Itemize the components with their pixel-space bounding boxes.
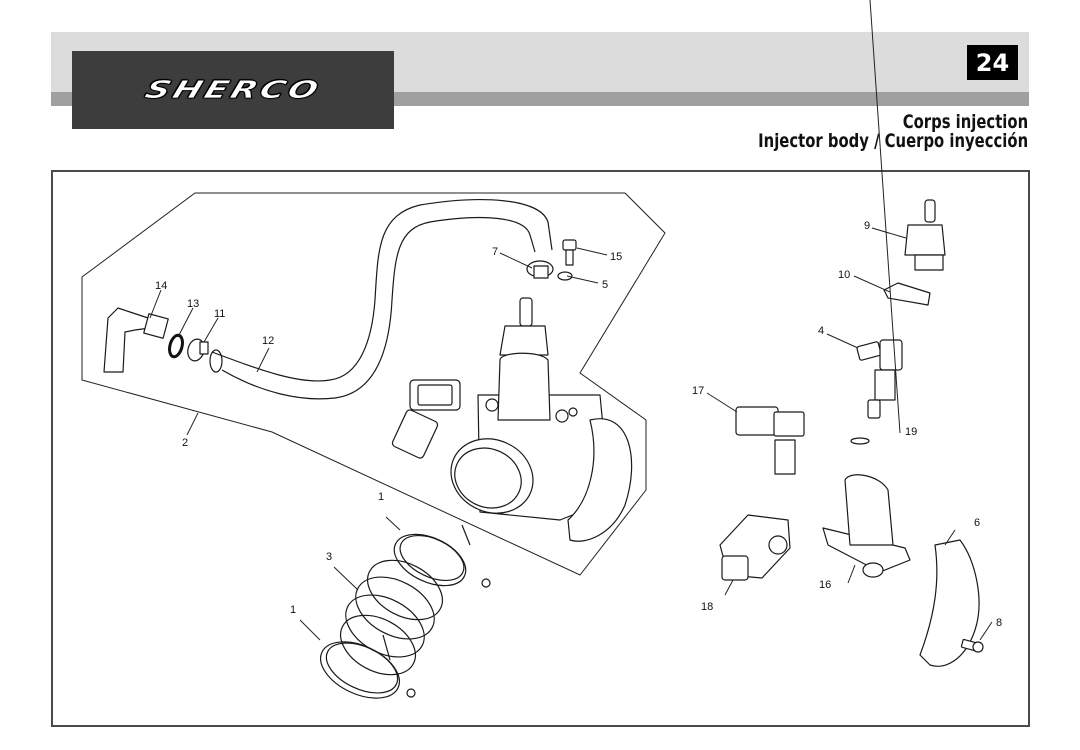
- title-english-spanish: Injector body / Cuerpo inyección: [758, 130, 1028, 152]
- callout-1-lower: 1: [290, 604, 296, 616]
- callout-5: 5: [602, 279, 608, 291]
- callout-3: 3: [326, 551, 332, 563]
- idle-air-valve-part-16: [822, 474, 911, 578]
- callout-6: 6: [974, 517, 980, 529]
- pressure-regulator-part-9: [904, 199, 946, 271]
- assembly-outline: [81, 192, 666, 576]
- callout-1-upper: 1: [378, 491, 384, 503]
- callout-17: 17: [692, 385, 704, 397]
- o-ring-part-19: [850, 437, 870, 445]
- title-french: Corps injection: [902, 111, 1028, 133]
- callout-19: 19: [905, 426, 917, 438]
- page-number: 24: [967, 45, 1018, 80]
- callout-13: 13: [187, 298, 199, 310]
- callout-7: 7: [492, 246, 498, 258]
- bolt-part-15: [562, 239, 577, 266]
- hose-part-12: [209, 199, 553, 400]
- throttle-body: [391, 297, 633, 542]
- intake-clamp-part-1-lower: [320, 634, 416, 699]
- callout-4: 4: [818, 325, 824, 337]
- callout-12: 12: [262, 335, 274, 347]
- callout-labels: 1 1 2 3 4 5 6 7 8 9 10 11 12 13 14 15 16…: [155, 220, 1002, 629]
- clamp-part-7: [526, 260, 554, 279]
- callout-2: 2: [182, 437, 188, 449]
- intake-boot-part-3: [340, 559, 443, 676]
- brand-logo: SHERCO: [72, 51, 394, 129]
- elbow-fitting-part-14: [103, 307, 169, 373]
- map-sensor-part-17: [735, 406, 805, 475]
- callout-8: 8: [996, 617, 1002, 629]
- callout-15: 15: [610, 251, 622, 263]
- intake-clamp-part-1-upper: [393, 524, 491, 588]
- fuel-injector-part-4: [856, 339, 903, 419]
- throttle-position-sensor-part-18: [719, 514, 791, 581]
- retaining-clip-part-10: [883, 282, 931, 306]
- o-ring-part-13: [168, 333, 184, 359]
- callout-16: 16: [819, 579, 831, 591]
- callout-18: 18: [701, 601, 713, 613]
- callout-11: 11: [214, 308, 225, 320]
- callout-9: 9: [864, 220, 870, 232]
- hose-clamp-part-11: [187, 338, 209, 362]
- diagram-frame: [51, 170, 1030, 727]
- page-title: Corps injection Injector body / Cuerpo i…: [758, 113, 1028, 151]
- screw-part-8: [960, 638, 984, 653]
- cover-part-6: [919, 539, 980, 667]
- washer-part-5: [557, 271, 573, 281]
- callout-14: 14: [155, 280, 167, 292]
- callout-10: 10: [838, 269, 850, 281]
- leader-lines: [149, 0, 993, 641]
